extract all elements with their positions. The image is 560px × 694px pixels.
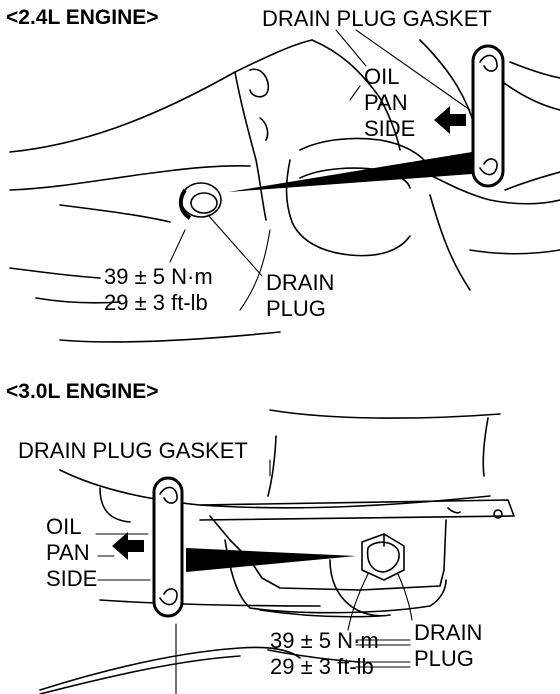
projection-wedge-3-0l: [186, 548, 356, 572]
torque-nm-2-4l: 39 ± 5 N·m: [104, 264, 213, 289]
plug-label-line2-3-0l: PLUG: [414, 646, 474, 671]
gasket-label-3-0l: DRAIN PLUG GASKET: [18, 438, 248, 463]
oil-pan-side-line1-3-0l: OIL: [46, 514, 81, 539]
plug-label-line1-2-4l: DRAIN: [266, 270, 334, 295]
gasket-label-2-4l: DRAIN PLUG GASKET: [262, 6, 492, 31]
panel-3-0l-engine: <3.0L ENGINE> DRAIN PLUG GASKET: [6, 380, 515, 694]
plug-label-line1-3-0l: DRAIN: [414, 620, 482, 645]
oil-pan-side-line1-2-4l: OIL: [364, 64, 399, 89]
panel-2-4l-engine: <2.4L ENGINE> DRAIN PLUG GASKET: [6, 6, 560, 343]
torque-nm-3-0l: 39 ± 5 N·m: [270, 628, 379, 653]
drain-plug-2-4l: [178, 182, 222, 220]
heading-2-4l: <2.4L ENGINE>: [6, 6, 159, 29]
heading-3-0l: <3.0L ENGINE>: [6, 380, 159, 403]
plug-leader-2-4l: [207, 214, 263, 277]
torque-ftlb-3-0l: 29 ± 3 ft-lb: [270, 654, 374, 679]
torque-leader-2-4l: [169, 229, 186, 263]
plug-label-line2-2-4l: PLUG: [266, 296, 326, 321]
oil-pan-side-line2-2-4l: PAN: [364, 90, 408, 115]
drain-plug-gasket-2-4l: [471, 44, 505, 188]
gasket-leader-2-4l: [335, 29, 367, 67]
oil-pan-side-line2-3-0l: PAN: [46, 540, 90, 565]
oil-pan-illustration-2-4l: [9, 39, 560, 343]
oil-pan-side-arrow-2-4l: [434, 106, 466, 134]
drain-plug-gasket-3-0l: [152, 476, 184, 618]
projection-wedge-2-4l: [228, 152, 472, 192]
drain-plug-3-0l: [361, 533, 405, 581]
torque-ftlb-2-4l: 29 ± 3 ft-lb: [104, 290, 208, 315]
oil-pan-side-line3-2-4l: SIDE: [364, 116, 415, 141]
oil-pan-side-line3-3-0l: SIDE: [46, 566, 97, 591]
plug-leader-3-0l: [397, 573, 413, 621]
oil-pan-illustration-3-0l: [39, 409, 515, 694]
torque-leader-3-0l: [347, 573, 369, 631]
oil-pan-side-arrow-3-0l: [112, 532, 144, 560]
